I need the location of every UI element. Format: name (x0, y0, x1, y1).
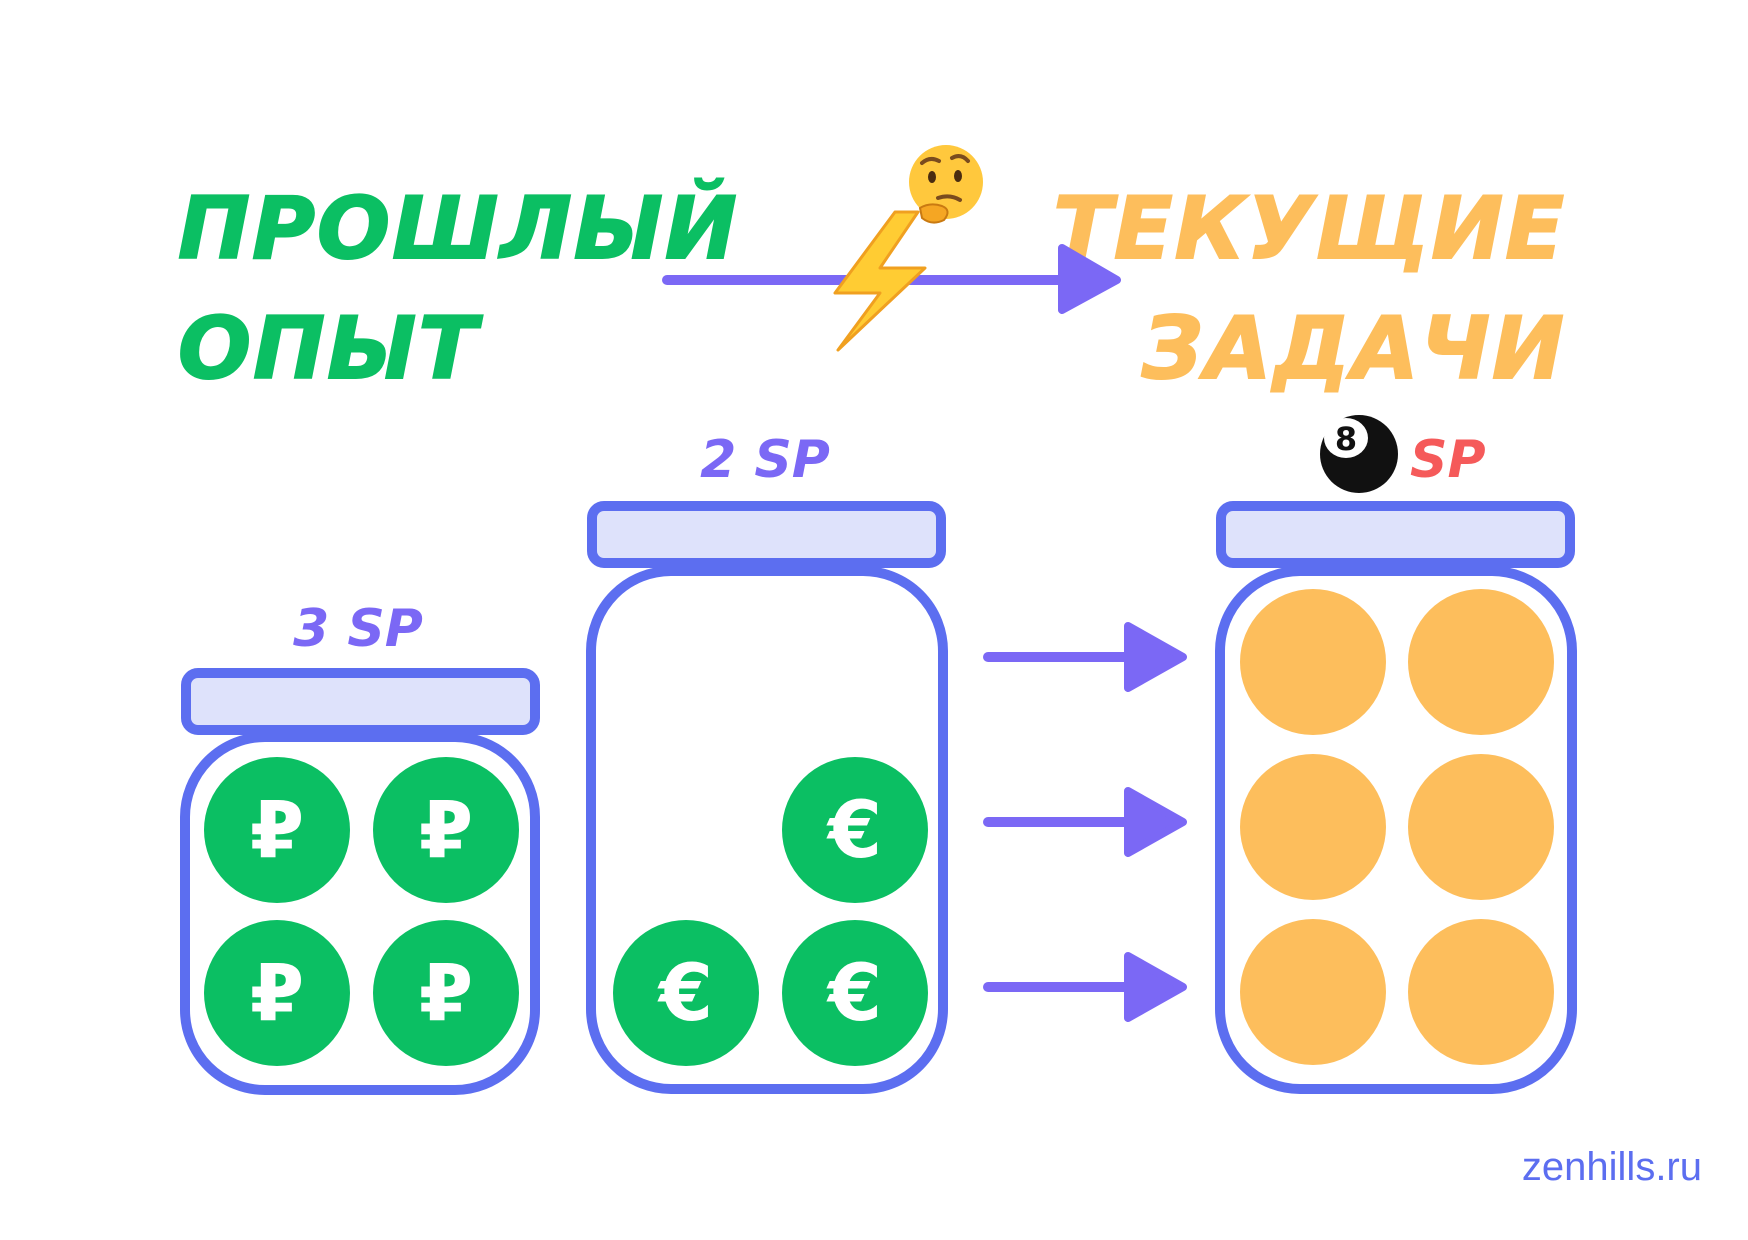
arrow (983, 622, 1187, 692)
coin: ₽ (373, 757, 519, 903)
svg-text:8: 8 (1335, 420, 1357, 458)
jar-medium-lid (587, 501, 946, 568)
right-title-line2: ЗАДАЧИ (1141, 299, 1566, 399)
jar-large-lid (1216, 501, 1575, 568)
arrow (983, 787, 1187, 857)
left-title-line1: ПРОШЛЫЙ (178, 178, 739, 279)
coin: € (782, 920, 928, 1066)
arrow (983, 952, 1187, 1022)
coin: ₽ (204, 920, 350, 1066)
site-credit: zenhills.ru (1522, 1145, 1702, 1189)
coin: € (613, 920, 759, 1066)
coin (1408, 589, 1554, 735)
euro-icon: € (826, 786, 882, 876)
jar-medium-label: 2 SP (700, 430, 830, 490)
coin (1240, 754, 1386, 900)
thinking-face-icon (909, 145, 983, 224)
eight-ball-icon: 8 (1320, 415, 1398, 493)
jar-small-lid (181, 668, 540, 735)
coin: ₽ (204, 757, 350, 903)
ruble-icon: ₽ (250, 949, 304, 1039)
coin (1408, 754, 1554, 900)
coin: € (782, 757, 928, 903)
left-title-line2: ОПЫТ (178, 299, 483, 399)
coin (1408, 919, 1554, 1065)
lightning-icon (833, 210, 927, 352)
ruble-icon: ₽ (250, 786, 304, 876)
coin (1240, 589, 1386, 735)
ruble-icon: ₽ (419, 786, 473, 876)
jar-small-label: 3 SP (293, 599, 423, 659)
coin (1240, 919, 1386, 1065)
ruble-icon: ₽ (419, 949, 473, 1039)
jar-small: 3 SP ₽ ₽ ₽ ₽ (180, 599, 540, 1095)
euro-icon: € (657, 949, 713, 1039)
jar-medium: 2 SP € € € (586, 430, 948, 1094)
jar-large: 8 SP (1215, 415, 1577, 1094)
coin: ₽ (373, 920, 519, 1066)
euro-icon: € (826, 949, 882, 1039)
right-title-line1: ТЕКУЩИЕ (1053, 179, 1566, 279)
jar-large-label: SP (1410, 430, 1486, 490)
